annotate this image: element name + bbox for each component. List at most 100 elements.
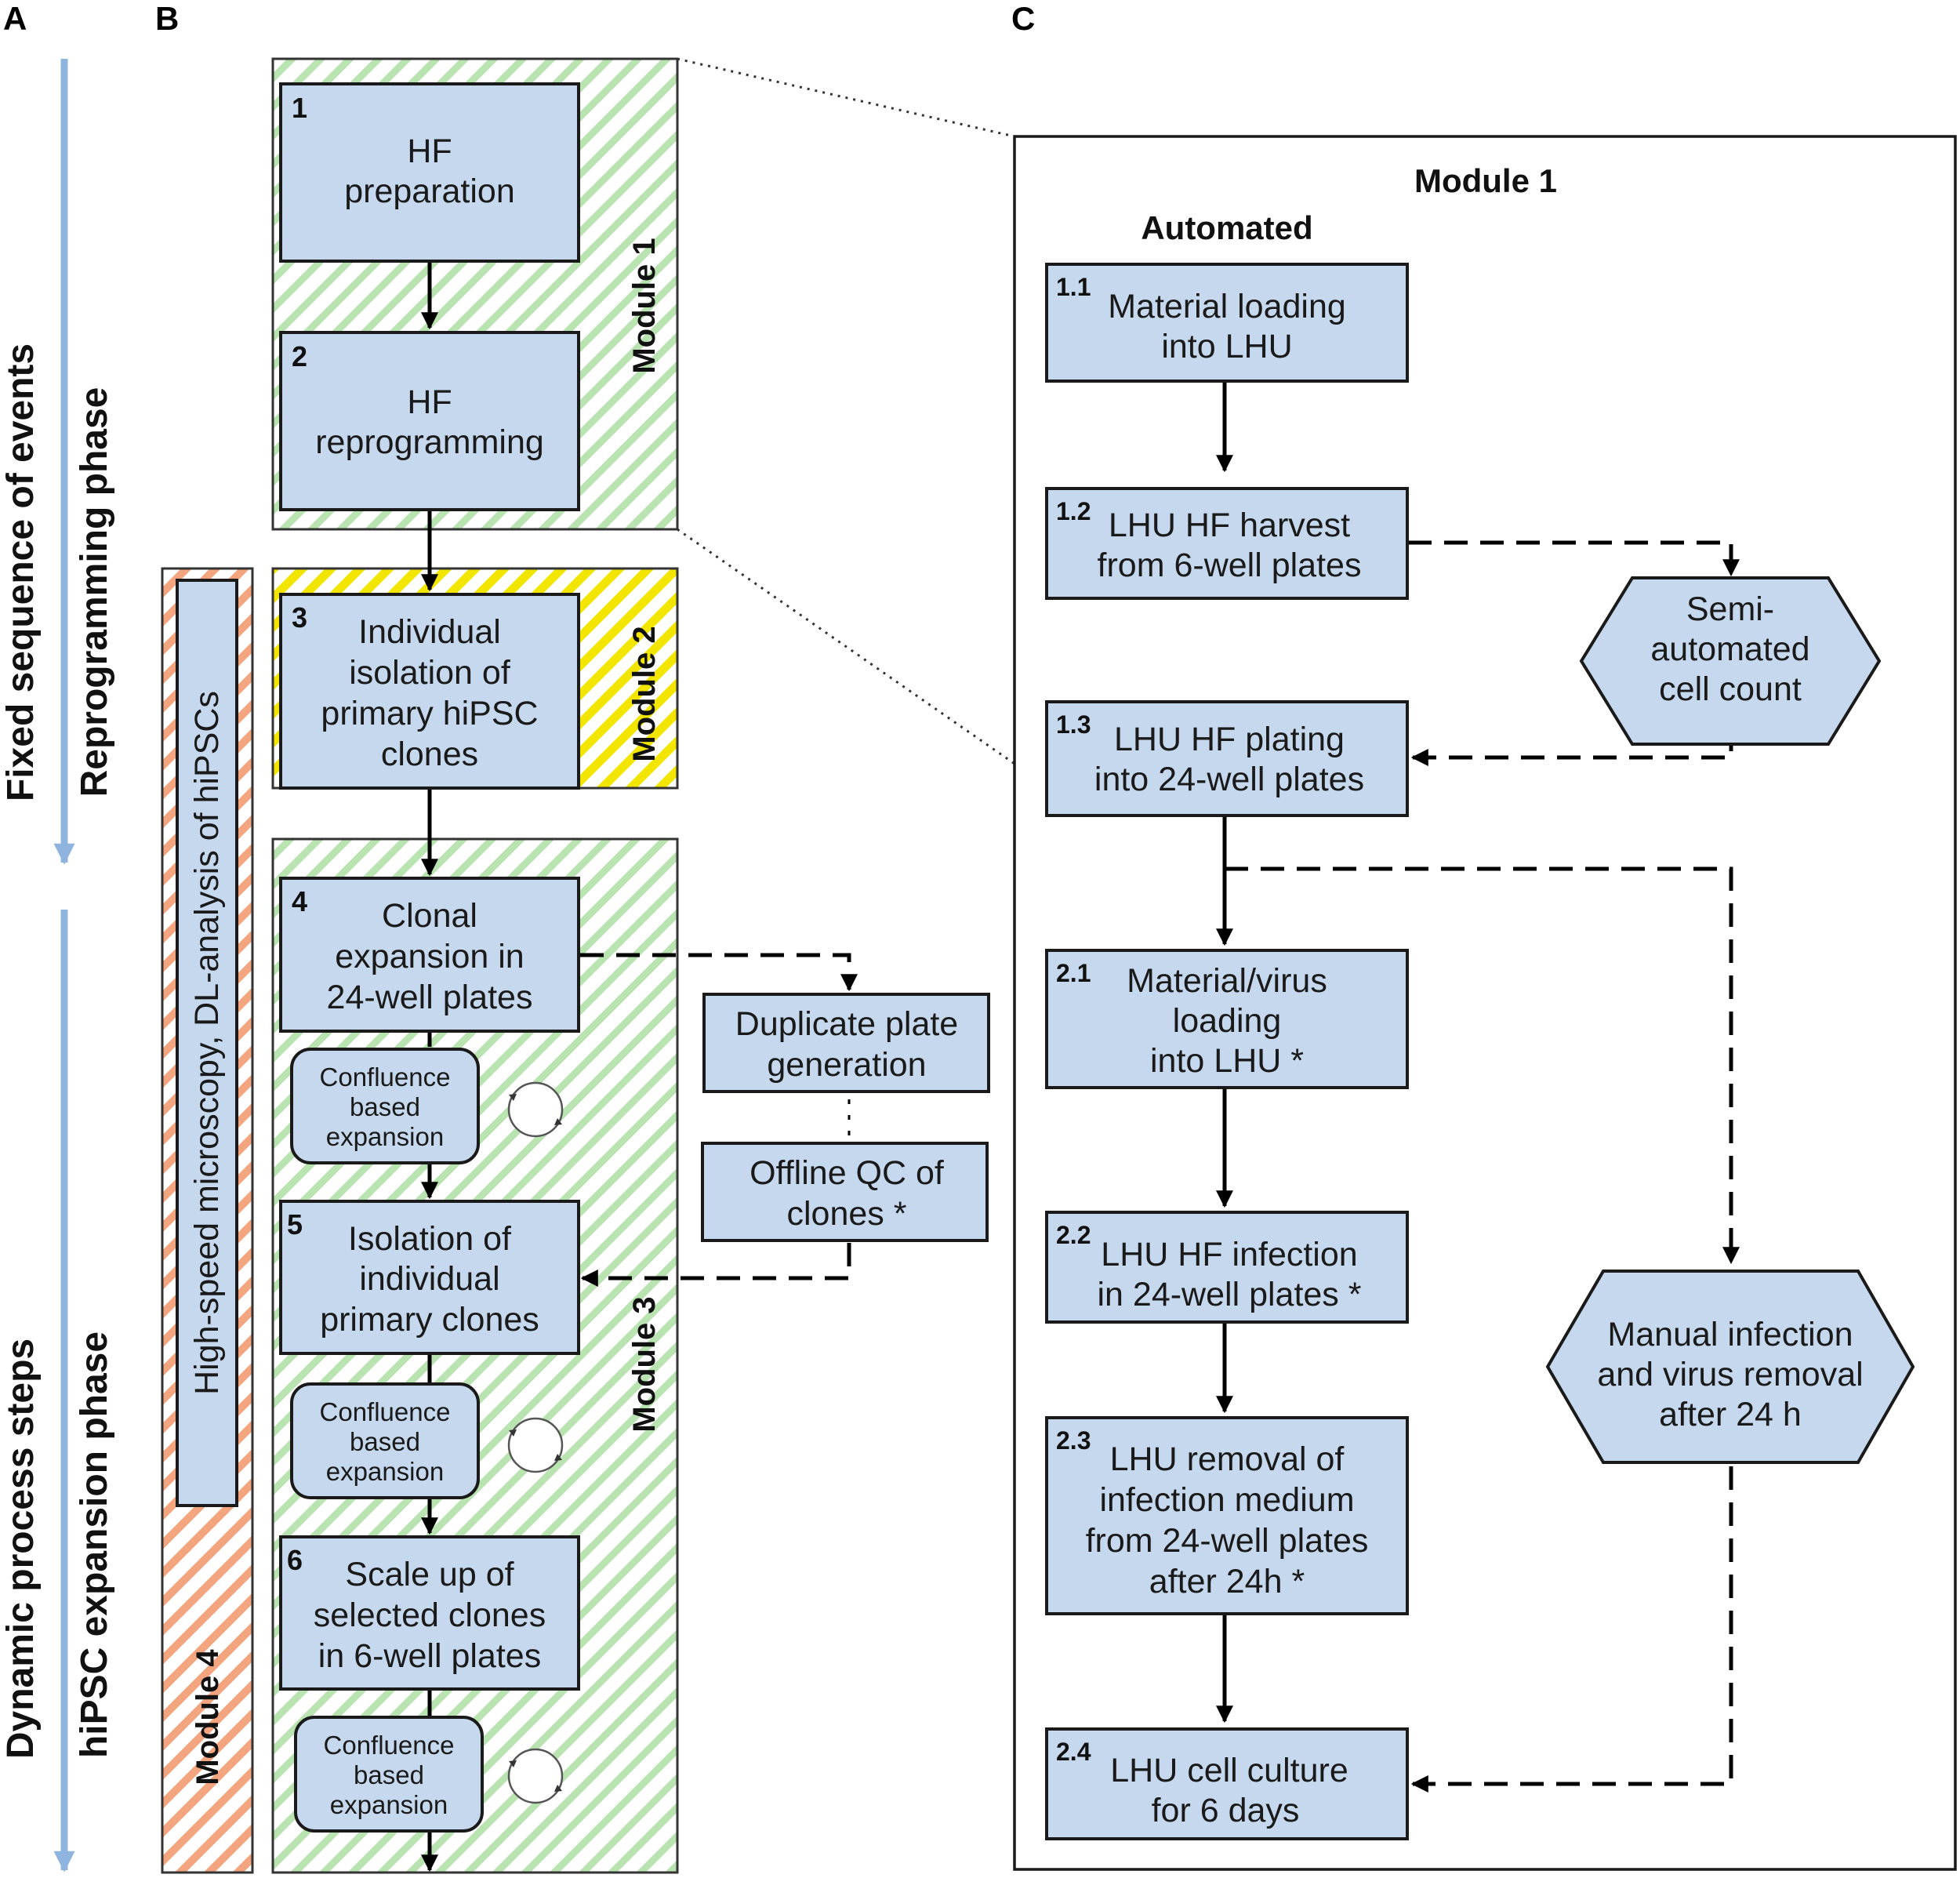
step-1-2-number: 1.2 [1056,497,1091,525]
step-2-1-line-2: loading [1173,1002,1282,1040]
confluence-box-1: Confluence based expansion [290,1048,480,1164]
step-2-3-number: 2.3 [1056,1426,1091,1455]
hex-manual-line-3: after 24 h [1659,1396,1802,1433]
module-4-bar-label: High-speed microscopy, DL-analysis of hi… [188,691,226,1395]
zoom-line-top [677,57,1015,138]
step-4-line-3: 24-well plates [327,979,533,1016]
step-2-2-line-1: LHU HF infection [1101,1236,1357,1273]
step-3-line-3: primary hiPSC [321,695,538,732]
step-2-4-line-1: LHU cell culture [1110,1752,1348,1789]
cycle-icon [507,1748,564,1804]
panel-label-b: B [155,0,179,37]
step-4-line-2: expansion in [335,938,524,975]
step-3-line-4: clones [381,736,478,773]
step-2-4-line-2: for 6 days [1152,1792,1300,1829]
panel-c-title: Module 1 [1414,162,1557,199]
step-1-1-line-1: Material loading [1108,288,1346,325]
expansion-phase-label: hiPSC expansion phase [74,1331,115,1758]
step-2-1-box: 2.1 Material/virus loading into LHU * [1045,949,1409,1089]
step-6-line-2: selected clones [314,1596,546,1634]
step-2-1-line-3: into LHU * [1150,1042,1304,1080]
step-1-box: 1 HF preparation [279,82,580,263]
step-1-3-line-1: LHU HF plating [1114,721,1345,758]
step-2-number: 2 [292,340,307,372]
panel-label-c: C [1011,0,1035,37]
step-1-2-box: 1.2 LHU HF harvest from 6-well plates [1045,487,1409,600]
step-2-4-box: 2.4 LHU cell culture for 6 days [1045,1727,1409,1840]
step-4-line-1: Clonal [382,897,477,935]
panel-label-a: A [3,0,27,37]
cycle-icon [507,1417,564,1473]
panel-c-frame [1013,135,1957,1871]
step-3-number: 3 [292,601,307,634]
offline-qc-box: Offline QC of clones * [701,1142,989,1242]
duplicate-line-2: generation [767,1046,926,1084]
step-1-3-number: 1.3 [1056,710,1091,739]
zoom-line-bottom [677,528,1015,765]
step-4-number: 4 [292,885,307,917]
step-6-number: 6 [287,1544,303,1576]
confluence-box-3: Confluence based expansion [294,1716,484,1833]
step-2-2-line-2: in 24-well plates * [1097,1276,1361,1313]
step-2-1-line-1: Material/virus [1127,962,1327,1000]
cycle-icon [507,1081,564,1138]
step-2-4-number: 2.4 [1056,1738,1091,1766]
step-5-number: 5 [287,1208,303,1240]
offline-qc-line-1: Offline QC of [750,1154,945,1192]
confluence-3-line-3: expansion [330,1790,448,1819]
hex-manual-line-2: and virus removal [1597,1356,1863,1393]
step-4-box: 4 Clonal expansion in 24-well plates [279,877,580,1033]
confluence-1-line-1: Confluence [320,1063,451,1092]
step-1-2-line-1: LHU HF harvest [1109,507,1350,544]
hex-count-line-1: Semi- [1686,590,1774,628]
step-2-3-line-3: from 24-well plates [1086,1522,1369,1560]
step-5-line-3: primary clones [320,1301,539,1339]
step-5-line-2: individual [359,1260,499,1298]
step-2-3-line-4: after 24h * [1149,1563,1305,1600]
step-2-3-line-2: infection medium [1099,1481,1354,1519]
step-2-2-number: 2.2 [1056,1221,1091,1249]
timeline: Fixed sequence of events Reprogramming p… [0,59,115,1873]
duplicate-plate-box: Duplicate plate generation [702,993,990,1093]
step-1-2-line-2: from 6-well plates [1098,547,1362,584]
fixed-sequence-label: Fixed sequence of events [0,343,42,801]
step-2-2-box: 2.2 LHU HF infection in 24-well plates * [1045,1211,1409,1324]
step-2-1-number: 2.1 [1056,959,1091,987]
confluence-2-line-1: Confluence [320,1397,451,1426]
hex-count-line-3: cell count [1659,670,1802,708]
confluence-3-line-1: Confluence [324,1731,455,1760]
confluence-3-line-2: based [354,1760,424,1789]
panel-c-subtitle: Automated [1141,209,1312,246]
step-1-3-box: 1.3 LHU HF plating into 24-well plates [1045,700,1409,817]
dynamic-steps-label: Dynamic process steps [0,1339,42,1759]
step-2-3-line-1: LHU removal of [1110,1440,1345,1478]
step-6-box: 6 Scale up of selected clones in 6-well … [279,1535,580,1691]
module-3-label: Module 3 [627,1296,662,1432]
semi-automated-count-hexagon: Semi- automated cell count [1579,576,1882,746]
module-4-label: Module 4 [191,1649,225,1785]
step-2-box: 2 HF reprogramming [279,331,580,511]
module-2-label: Module 2 [627,626,662,761]
confluence-2-line-2: based [350,1427,420,1456]
step-1-1-box: 1.1 Material loading into LHU [1045,263,1409,383]
step-1-line-2: preparation [344,173,515,210]
confluence-box-2: Confluence based expansion [290,1382,480,1499]
step-2-3-box: 2.3 LHU removal of infection medium from… [1045,1416,1409,1615]
offline-qc-line-2: clones * [787,1195,907,1233]
step-1-1-number: 1.1 [1056,273,1091,301]
step-5-line-1: Isolation of [348,1220,512,1258]
step-6-line-3: in 6-well plates [318,1637,541,1675]
step-3-line-2: isolation of [349,654,511,692]
manual-infection-hexagon: Manual infection and virus removal after… [1545,1270,1915,1464]
step-1-1-line-2: into LHU [1161,328,1292,365]
step-1-3-line-2: into 24-well plates [1094,761,1364,798]
reprogramming-phase-label: Reprogramming phase [74,387,115,797]
step-2-line-2: reprogramming [315,423,544,461]
hex-manual-line-1: Manual infection [1607,1316,1853,1353]
hex-count-line-2: automated [1650,630,1809,668]
step-5-box: 5 Isolation of individual primary clones [279,1200,580,1355]
module-4-bar [176,579,238,1507]
module-1-label: Module 1 [627,238,662,373]
step-1-number: 1 [292,92,307,124]
